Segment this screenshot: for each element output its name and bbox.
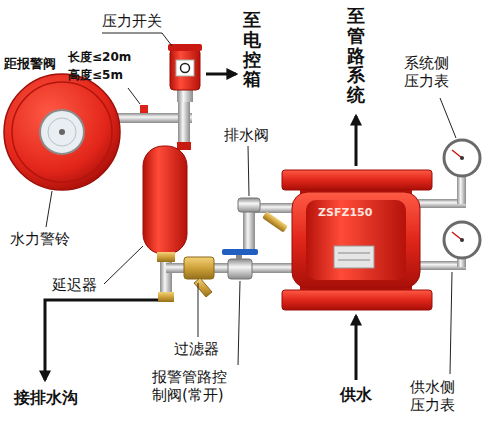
pressure-switch [168,44,202,102]
plate-line [338,260,370,261]
valve-boss [306,200,406,280]
plate-line [338,253,370,254]
arrow [355,116,358,166]
valve-neck [300,184,412,296]
bell-shell [4,74,120,190]
chamber-body [143,146,187,254]
flow-label: 供水 [340,385,372,404]
drain-valve [238,198,288,233]
cast-marking: ZSFZ150 [318,206,372,219]
leader-line [104,246,143,284]
pipe [255,203,293,213]
system-gauge [444,140,480,176]
bell-center [59,129,65,135]
filter-body [184,257,214,279]
delay-chamber [143,142,191,302]
switch-cap [168,44,202,51]
part-label: 过滤器 [174,340,219,358]
valve-tag [140,105,148,113]
part-label: 系统侧压力表 [404,54,454,90]
bell-dial [40,110,84,154]
leader-line [248,146,249,196]
fitting [177,142,191,150]
supply-gauge [444,222,480,258]
arrow [355,316,358,380]
flow-label: 接排水沟 [14,388,78,407]
leader-line [46,191,52,227]
ball-valve [222,249,258,279]
name-plate [334,246,374,268]
filter [184,257,214,297]
leader-line [102,33,172,46]
pipe [178,100,190,150]
fitting [157,252,175,262]
pipe [457,174,466,204]
filter-stub [194,278,212,297]
drain-body [238,198,260,212]
gauge-pivot [460,238,464,242]
switch-symbol [181,64,190,73]
switch-body [170,49,200,90]
leader-line [440,98,456,138]
gauge-face [444,140,480,176]
dimension-label: 高度≤5m [68,68,123,82]
top-flange [282,170,432,190]
leader-line [238,281,240,365]
leader-line [198,283,199,337]
switch-sticker [176,60,194,76]
valve-handle [222,249,258,255]
note-label: 距报警阀 [4,56,56,72]
dimension-label: 长度≤20m [68,50,131,64]
pipework [108,100,466,298]
part-label: 排水阀 [224,126,269,144]
leader-line [128,88,140,104]
flow-label: 至管路系统 [347,6,365,105]
part-label: 延迟器 [52,276,97,294]
gauge-face [444,222,480,258]
part-label: 水力警铃 [10,230,70,248]
arrow [45,300,158,380]
bell-rim [12,82,112,182]
leader-line [450,272,452,374]
arrow [206,73,236,76]
flow-label: 至电控箱 [243,10,261,89]
part-label: 报警管路控制阀(常开) [152,368,232,404]
bell-dial-ring [48,118,76,146]
drain-fitting [262,211,288,232]
gauge-pivot [460,156,464,160]
valve-body [292,192,420,288]
part-label: 供水侧压力表 [410,378,460,414]
bottom-flange [282,290,432,310]
part-label: 压力开关 [102,12,162,30]
water-alarm-bell [4,74,120,190]
valve-body [228,259,252,279]
alarm-check-valve [282,170,432,310]
flow-arrows [45,74,356,380]
fitting [158,292,174,302]
